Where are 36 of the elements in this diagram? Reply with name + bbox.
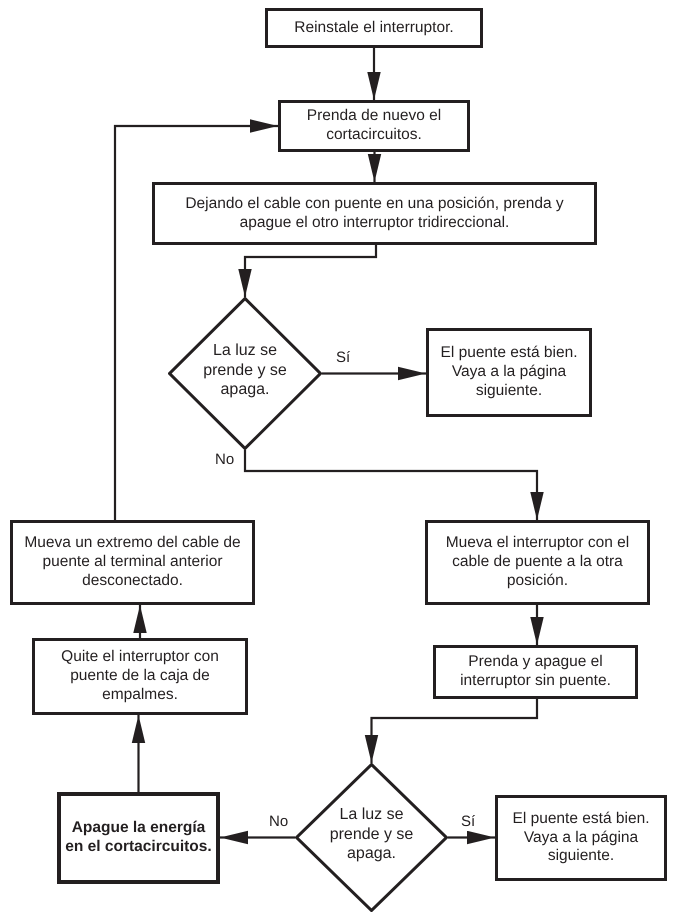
node-text: Quite el interruptor con puente de la caja de empalmes. (60, 648, 220, 705)
node-text: Prenda de nuevo el cortacircuitos. (306, 107, 442, 145)
arrow (530, 605, 544, 645)
process-box (32, 638, 248, 715)
decision-diamond (168, 297, 322, 450)
node-text: Prenda y apague el interruptor sin puente. (459, 653, 612, 691)
process-box (57, 792, 220, 884)
node-text: El puente está bien. Vaya a la página siguiente. (439, 344, 579, 401)
node-text: La luz se prende y se apaga. (328, 805, 414, 864)
arrow (132, 715, 146, 792)
process-box (265, 8, 483, 48)
arrow (367, 48, 381, 100)
process-box (10, 520, 255, 605)
decision-diamond (295, 763, 448, 912)
arrow (364, 699, 538, 763)
arrow (238, 245, 378, 297)
process-box (495, 795, 667, 881)
arrow (244, 450, 544, 520)
arrow (368, 152, 382, 182)
process-box (152, 182, 597, 245)
node-text: Reinstale el interruptor. (294, 18, 454, 38)
node-text: Apague la energía en el cortacircuitos. (65, 819, 212, 857)
process-box (433, 645, 638, 699)
arrow (322, 366, 426, 380)
node-text: Mueva el interruptor con el cable de puente a la otra posición. (444, 534, 630, 591)
process-box (278, 100, 470, 152)
arrow (220, 830, 295, 844)
node-text: Dejando el cable con puente en una posición, prenda y apague el otro interruptor tridireccional. (184, 194, 565, 232)
arrow (133, 605, 147, 638)
process-box (426, 328, 592, 417)
node-text: Mueva un extremo del cable de puente al terminal anterior desconectado. (23, 534, 242, 591)
node-text: El puente está bien. Vaya a la página siguiente. (511, 810, 651, 866)
arrow (448, 830, 495, 844)
process-box (425, 520, 650, 605)
arrow (114, 119, 278, 520)
node-text: La luz se prende y se apaga. (202, 341, 288, 400)
